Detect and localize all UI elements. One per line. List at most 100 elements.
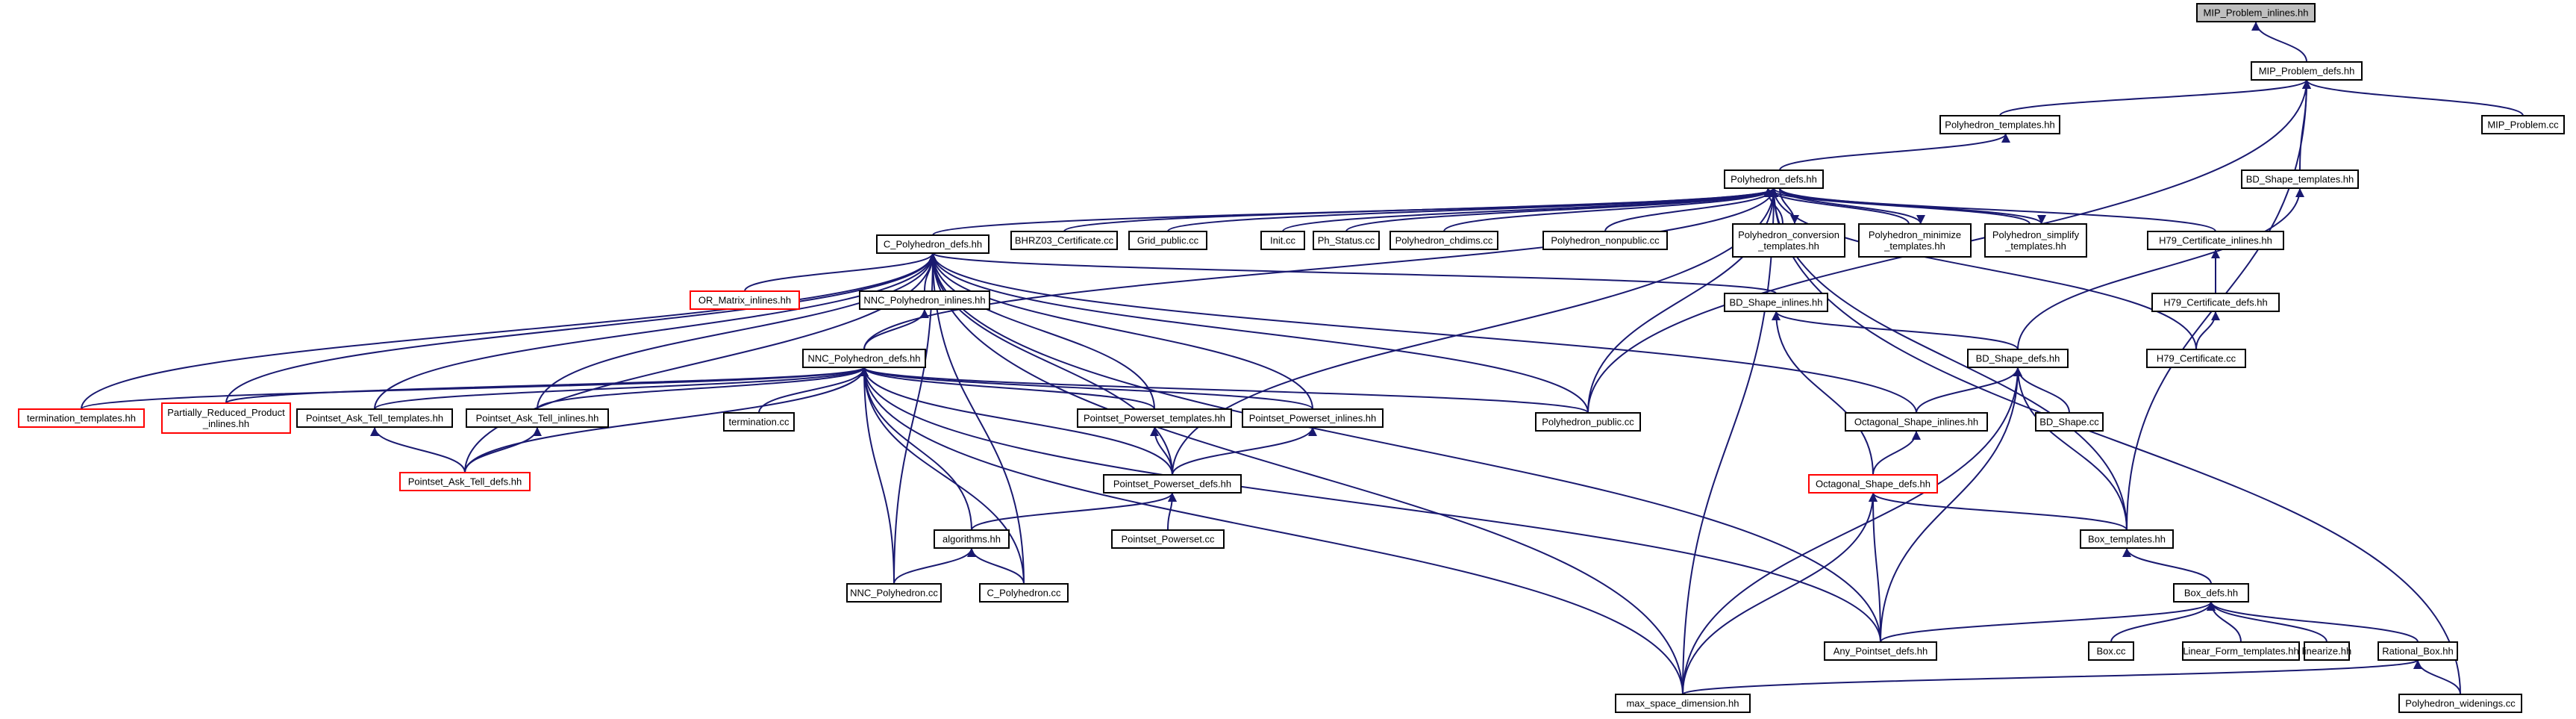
- node-pp-templates[interactable]: Pointset_Powerset_templates.hh: [1077, 408, 1232, 428]
- node-box: [2398, 694, 2522, 713]
- node-poly-minimize[interactable]: Polyhedron_minimize_templates.hh: [1858, 223, 1972, 258]
- node-bhrz[interactable]: BHRZ03_Certificate.cc: [1010, 231, 1118, 250]
- edge-pp_templates-to-nnc_defs: [860, 367, 1155, 410]
- node-poly-templates[interactable]: Polyhedron_templates.hh: [1939, 115, 2060, 134]
- node-poly-public[interactable]: Polyhedron_public.cc: [1535, 412, 1641, 432]
- edge-pp_defs-to-nnc_defs: [860, 367, 1173, 476]
- node-poly-widenings[interactable]: Polyhedron_widenings.cc: [2398, 694, 2522, 713]
- node-poly-simplify[interactable]: Polyhedron_simplify_templates.hh: [1984, 223, 2087, 258]
- node-label: termination.cc: [729, 417, 790, 428]
- node-box: [934, 529, 1010, 549]
- node-box: [876, 234, 990, 254]
- node-box: [1535, 412, 1641, 432]
- node-label: Octagonal_Shape_inlines.hh: [1854, 417, 1978, 428]
- node-label: Pointset_Ask_Tell_inlines.hh: [476, 413, 599, 424]
- node-box: [161, 402, 291, 434]
- node-linearize[interactable]: linearize.hh: [2302, 641, 2352, 661]
- node-label: Polyhedron_conversion: [1738, 229, 1839, 240]
- edge-box_cc-to-box_defs: [2110, 601, 2216, 643]
- node-label: MIP_Problem_inlines.hh: [2204, 7, 2309, 19]
- node-linear-form[interactable]: Linear_Form_templates.hh: [2182, 641, 2300, 661]
- node-bd-cc[interactable]: BD_Shape.cc: [2035, 412, 2104, 432]
- node-box: [802, 349, 926, 368]
- edge-pp_defs-to-pp_templates: [1150, 426, 1173, 476]
- node-oct-inlines[interactable]: Octagonal_Shape_inlines.hh: [1845, 412, 1988, 432]
- node-bd-templates[interactable]: BD_Shape_templates.hh: [2241, 169, 2359, 189]
- node-poly-nonpublic[interactable]: Polyhedron_nonpublic.cc: [1542, 231, 1668, 250]
- edge-poly_defs-to-poly_templates: [1779, 133, 2010, 171]
- edge-box_defs-to-box_templates: [2122, 547, 2212, 585]
- node-bd-defs[interactable]: BD_Shape_defs.hh: [1967, 349, 2069, 368]
- node-box-templates[interactable]: Box_templates.hh: [2080, 529, 2174, 549]
- edge-nnc_cc-to-cpoly_defs: [893, 252, 937, 585]
- node-box: [2080, 529, 2174, 549]
- node-or-matrix[interactable]: OR_Matrix_inlines.hh: [690, 290, 800, 310]
- node-box: [2147, 231, 2284, 250]
- node-box: [1724, 169, 1824, 189]
- node-any-pointset[interactable]: Any_Pointset_defs.hh: [1824, 641, 1937, 661]
- node-grid-public[interactable]: Grid_public.cc: [1128, 231, 1207, 250]
- node-label: NNC_Polyhedron.cc: [850, 588, 938, 599]
- node-h79-cc[interactable]: H79_Certificate.cc: [2146, 349, 2246, 368]
- node-pp-defs[interactable]: Pointset_Powerset_defs.hh: [1103, 474, 1242, 494]
- node-h79-defs[interactable]: H79_Certificate_defs.hh: [2151, 293, 2280, 312]
- node-pat-defs[interactable]: Pointset_Ask_Tell_defs.hh: [399, 472, 531, 491]
- edge-oct_defs-to-bd_inlines: [1772, 311, 1874, 476]
- node-box: [723, 412, 795, 432]
- node-label: Pointset_Powerset_templates.hh: [1084, 413, 1225, 424]
- node-poly-chdims[interactable]: Polyhedron_chdims.cc: [1389, 231, 1498, 250]
- node-label: H79_Certificate_defs.hh: [2163, 297, 2267, 308]
- node-box-defs[interactable]: Box_defs.hh: [2173, 583, 2249, 603]
- node-rational-box[interactable]: Rational_Box.hh: [2378, 641, 2458, 661]
- edge-h79_inlines-to-poly_defs: [1769, 187, 2216, 232]
- node-pat-templates[interactable]: Pointset_Ask_Tell_templates.hh: [296, 408, 453, 428]
- node-label: Partially_Reduced_Product: [167, 407, 285, 418]
- node-mip-defs[interactable]: MIP_Problem_defs.hh: [2251, 61, 2363, 81]
- node-poly-defs[interactable]: Polyhedron_defs.hh: [1724, 169, 1824, 189]
- node-algorithms[interactable]: algorithms.hh: [934, 529, 1010, 549]
- node-box: [690, 290, 800, 310]
- node-label: _templates.hh: [1883, 240, 1945, 252]
- node-partially[interactable]: Partially_Reduced_Product_inlines.hh: [161, 402, 291, 434]
- node-label: algorithms.hh: [942, 534, 1001, 545]
- node-label: Polyhedron_widenings.cc: [2405, 698, 2516, 709]
- node-nnc-defs[interactable]: NNC_Polyhedron_defs.hh: [802, 349, 926, 368]
- node-box-cc[interactable]: Box.cc: [2088, 641, 2134, 661]
- node-box: [2241, 169, 2359, 189]
- node-poly-conversion[interactable]: Polyhedron_conversion_templates.hh: [1732, 223, 1845, 258]
- node-label: Pointset_Ask_Tell_templates.hh: [306, 413, 443, 424]
- node-nnc-cc[interactable]: NNC_Polyhedron.cc: [846, 583, 942, 603]
- node-label: Pointset_Ask_Tell_defs.hh: [408, 476, 522, 488]
- node-max-space[interactable]: max_space_dimension.hh: [1615, 694, 1751, 713]
- node-box: [2151, 293, 2280, 312]
- edge-grid_public-to-poly_defs: [1167, 187, 1778, 232]
- node-pat-inlines[interactable]: Pointset_Ask_Tell_inlines.hh: [466, 408, 609, 428]
- edge-pat_defs-to-nnc_defs: [464, 367, 869, 473]
- node-cpoly-defs[interactable]: C_Polyhedron_defs.hh: [876, 234, 990, 254]
- node-box: [2251, 61, 2363, 81]
- node-label: Box_defs.hh: [2184, 588, 2238, 599]
- node-box: [18, 408, 145, 428]
- node-label: OR_Matrix_inlines.hh: [698, 295, 791, 306]
- node-cpoly-cc[interactable]: C_Polyhedron.cc: [979, 583, 1069, 603]
- node-box: [1260, 231, 1305, 250]
- edge-pat_templates-to-cpoly_defs: [374, 252, 937, 410]
- node-box: [2196, 3, 2316, 22]
- node-ph-status[interactable]: Ph_Status.cc: [1313, 231, 1380, 250]
- edge-poly_simplify-to-poly_defs: [1763, 187, 2031, 225]
- node-h79-inlines[interactable]: H79_Certificate_inlines.hh: [2147, 231, 2284, 250]
- node-pp-cc[interactable]: Pointset_Powerset.cc: [1111, 529, 1225, 549]
- node-nnc-inlines[interactable]: NNC_Polyhedron_inlines.hh: [859, 290, 990, 310]
- node-box: [2378, 641, 2458, 661]
- node-bd-inlines[interactable]: BD_Shape_inlines.hh: [1724, 293, 1828, 312]
- node-label: max_space_dimension.hh: [1626, 698, 1739, 709]
- node-oct-defs[interactable]: Octagonal_Shape_defs.hh: [1808, 474, 1938, 494]
- node-label: Polyhedron_minimize: [1869, 229, 1961, 240]
- node-mip-cc[interactable]: MIP_Problem.cc: [2481, 115, 2565, 134]
- node-term-templates[interactable]: termination_templates.hh: [18, 408, 145, 428]
- node-termination-cc[interactable]: termination.cc: [723, 412, 795, 432]
- node-init[interactable]: Init.cc: [1260, 231, 1305, 250]
- node-label: _inlines.hh: [202, 418, 249, 429]
- node-label: Polyhedron_public.cc: [1542, 417, 1634, 428]
- node-pp-inlines[interactable]: Pointset_Powerset_inlines.hh: [1242, 408, 1384, 428]
